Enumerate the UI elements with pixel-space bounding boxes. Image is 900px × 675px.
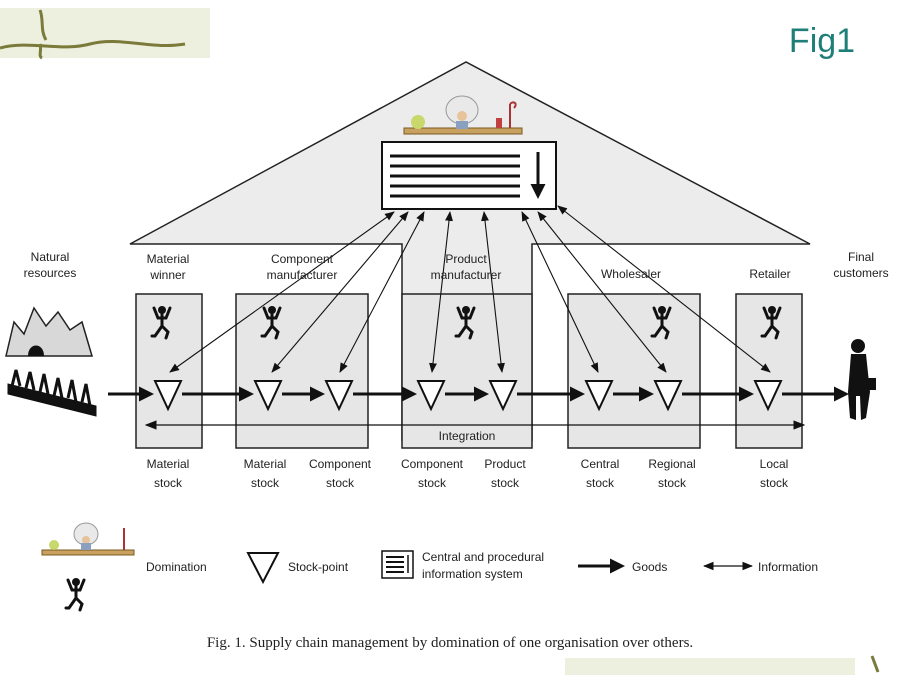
legend-stock-point-icon: [246, 552, 280, 585]
label-retailer: Retailer: [749, 267, 790, 281]
stock-point-icon: [253, 380, 283, 412]
stock-point-icon: [584, 380, 614, 412]
legend-domination-icon: [41, 522, 135, 556]
figure-caption: Fig. 1. Supply chain management by domin…: [207, 635, 693, 651]
information-arrow: [557, 205, 771, 373]
legend-domination-label: Domination: [146, 560, 207, 574]
information-arrows: [169, 205, 771, 373]
central-information-system: [381, 141, 557, 210]
stock-point-icon: [488, 380, 518, 412]
stock-point-icon: [653, 380, 683, 412]
legend-stock-point-label: Stock-point: [288, 560, 349, 574]
final-customer-icon: [848, 339, 876, 420]
label-wholesaler: Wholesaler: [601, 267, 661, 281]
integration-label: Integration: [439, 429, 496, 443]
legend-goods-label: Goods: [632, 560, 667, 574]
information-arrow: [429, 211, 453, 373]
decorative-bar-bottom: [565, 655, 880, 675]
stock-points: [153, 380, 783, 412]
slide-label: Fig1: [789, 22, 855, 60]
information-arrow: [339, 211, 425, 373]
legend-information-label: Information: [758, 560, 818, 574]
mountain-cave-icon: [5, 306, 94, 357]
stock-point-icon: [416, 380, 446, 412]
information-arrow: [481, 211, 505, 373]
decorative-vine-top-left: [0, 8, 210, 60]
legend-stickman-icon: [64, 576, 86, 612]
stock-point-icon: [753, 380, 783, 412]
forest-icon: [7, 369, 97, 417]
stock-point-icon: [324, 380, 354, 412]
legend-info-system-icon: [381, 550, 414, 579]
stock-point-icon: [153, 380, 183, 412]
legend: Domination Stock-point Central and proce…: [41, 522, 818, 612]
domination-desk-icon: [403, 95, 523, 135]
